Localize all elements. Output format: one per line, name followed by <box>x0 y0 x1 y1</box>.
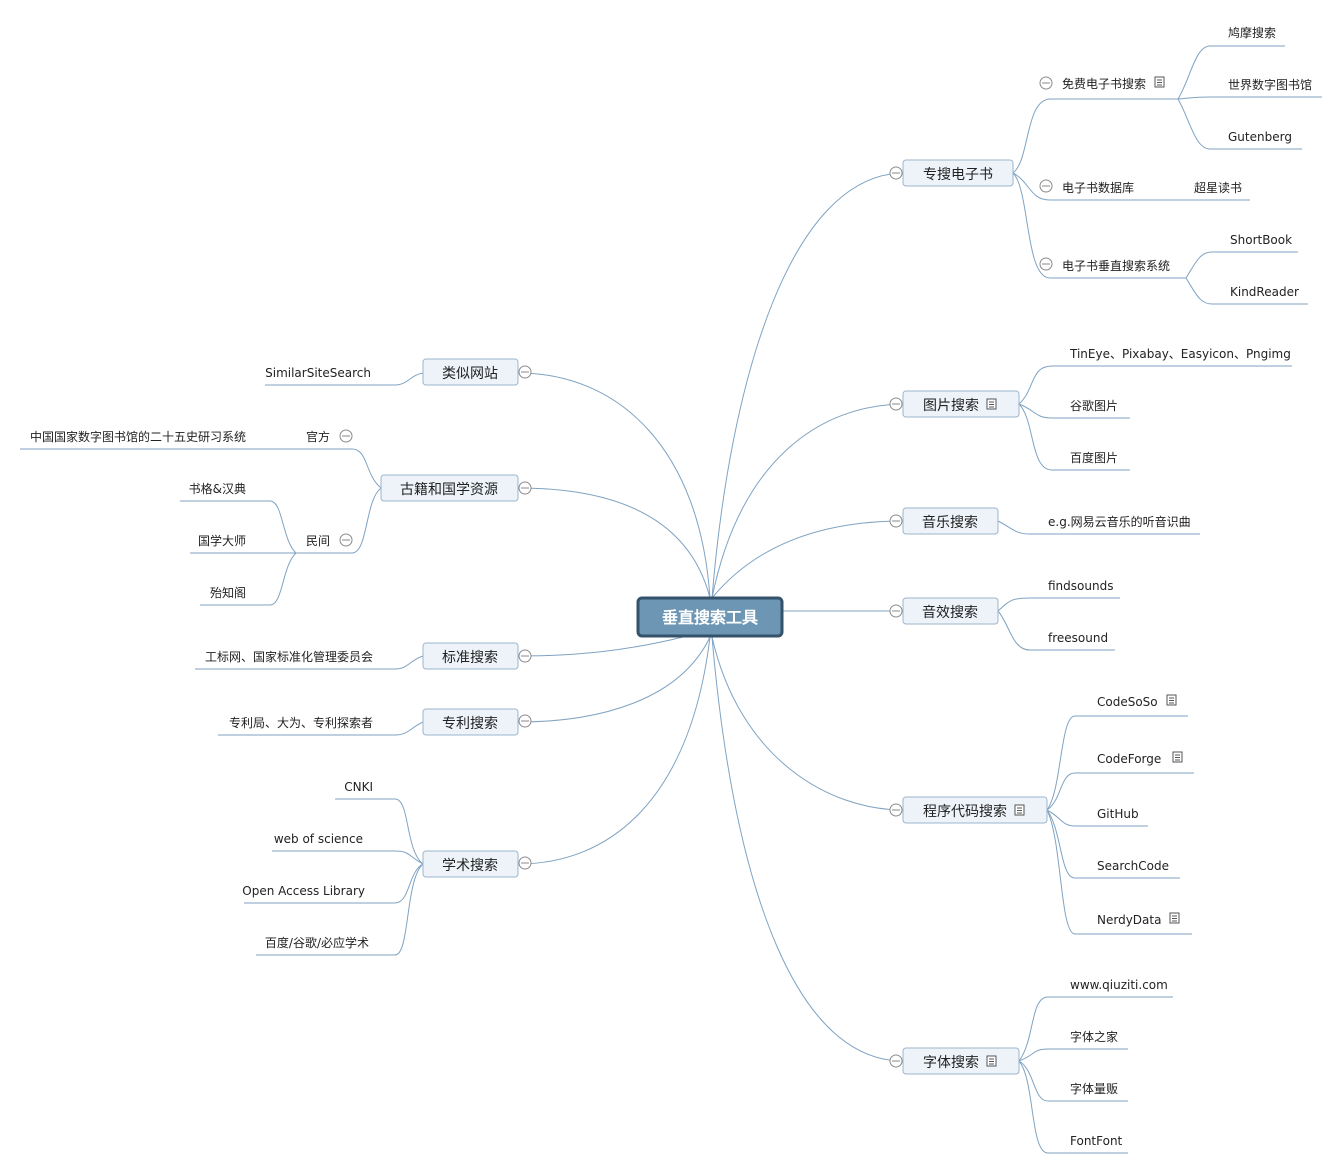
root-topic[interactable]: 垂直搜索工具 <box>636 596 784 638</box>
collapse-image-icon[interactable] <box>889 397 903 411</box>
leaf-ebook-free-3[interactable]: Gutenberg <box>1228 130 1292 144</box>
subtopic-ebook-vertical[interactable]: 电子书垂直搜索系统 <box>1062 258 1170 273</box>
topic-ebook-label: 专搜电子书 <box>923 167 993 183</box>
collapse-font-icon[interactable] <box>889 1054 903 1068</box>
leaf-ebook-vertical-1[interactable]: ShortBook <box>1230 233 1292 247</box>
topic-academic[interactable]: 学术搜索 <box>422 850 519 878</box>
leaf-code-5[interactable]: NerdyData <box>1097 913 1161 927</box>
leaf-image-1[interactable]: TinEye、Pixabay、Easyicon、Pngimg <box>1069 347 1291 361</box>
leaf-folk-2[interactable]: 国学大师 <box>198 533 246 548</box>
leaf-academic-3[interactable]: Open Access Library <box>242 884 365 898</box>
collapse-official-icon[interactable] <box>339 429 353 443</box>
leaf-official-1[interactable]: 中国国家数字图书馆的二十五史研习系统 <box>30 429 246 444</box>
collapse-ebook-vertical-icon[interactable] <box>1039 257 1053 271</box>
leaf-sfx-2[interactable]: freesound <box>1048 631 1108 645</box>
collapse-standard-icon[interactable] <box>518 649 532 663</box>
collapse-free-ebook-icon[interactable] <box>1039 76 1053 90</box>
topic-patent-label: 专利搜索 <box>442 715 498 732</box>
collapse-music-icon[interactable] <box>889 514 903 528</box>
collapse-ebook-icon[interactable] <box>889 166 903 180</box>
root-topic-label: 垂直搜索工具 <box>662 608 758 627</box>
note-codeforge-icon[interactable] <box>1172 751 1183 763</box>
leaf-academic-1[interactable]: CNKI <box>344 780 373 794</box>
note-font-icon[interactable] <box>986 1055 997 1067</box>
topic-similar-label: 类似网站 <box>442 366 498 382</box>
topic-similar[interactable]: 类似网站 <box>422 358 519 386</box>
topic-music[interactable]: 音乐搜索 <box>902 507 999 535</box>
topic-font[interactable]: 字体搜索 <box>902 1047 1020 1075</box>
leaf-font-3[interactable]: 字体量贩 <box>1070 1081 1118 1096</box>
collapse-sfx-icon[interactable] <box>889 604 903 618</box>
leaf-image-2[interactable]: 谷歌图片 <box>1070 398 1118 413</box>
topic-sfx[interactable]: 音效搜索 <box>902 597 999 625</box>
leaf-image-3[interactable]: 百度图片 <box>1070 450 1118 465</box>
note-image-icon[interactable] <box>986 398 997 410</box>
collapse-patent-icon[interactable] <box>518 714 532 728</box>
collapse-academic-icon[interactable] <box>518 856 532 870</box>
leaf-font-2[interactable]: 字体之家 <box>1070 1029 1118 1044</box>
leaf-folk-1[interactable]: 书格&汉典 <box>189 481 246 496</box>
collapse-ebook-db-icon[interactable] <box>1039 179 1053 193</box>
topic-academic-label: 学术搜索 <box>442 857 498 874</box>
leaf-code-4[interactable]: SearchCode <box>1097 859 1169 873</box>
subtopic-folk[interactable]: 民间 <box>306 534 330 548</box>
note-nerdydata-icon[interactable] <box>1169 912 1180 924</box>
topic-patent[interactable]: 专利搜索 <box>422 708 519 736</box>
collapse-ancient-icon[interactable] <box>518 481 532 495</box>
leaf-ebook-db-1[interactable]: 超星读书 <box>1194 180 1242 195</box>
topic-image-label: 图片搜索 <box>923 397 979 414</box>
leaf-ebook-free-2[interactable]: 世界数字图书馆 <box>1228 77 1312 92</box>
topic-font-label: 字体搜索 <box>923 1054 979 1071</box>
note-free-ebook-icon[interactable] <box>1154 76 1165 88</box>
topic-standard[interactable]: 标准搜索 <box>422 642 519 670</box>
topic-standard-label: 标准搜索 <box>442 649 498 666</box>
leaf-ebook-vertical-2[interactable]: KindReader <box>1230 285 1299 299</box>
note-code-icon[interactable] <box>1014 804 1025 816</box>
topic-ancient[interactable]: 古籍和国学资源 <box>380 474 519 502</box>
leaf-folk-3[interactable]: 殆知阁 <box>210 586 246 600</box>
topic-code[interactable]: 程序代码搜索 <box>902 796 1048 824</box>
subtopic-official[interactable]: 官方 <box>306 429 330 444</box>
collapse-code-icon[interactable] <box>889 803 903 817</box>
note-codesoso-icon[interactable] <box>1166 694 1177 706</box>
topic-ancient-label: 古籍和国学资源 <box>400 481 498 498</box>
leaf-font-1[interactable]: www.qiuziti.com <box>1070 978 1168 992</box>
leaf-font-4[interactable]: FontFont <box>1070 1134 1123 1148</box>
leaf-standard-1[interactable]: 工标网、国家标准化管理委员会 <box>205 649 373 664</box>
collapse-similar-icon[interactable] <box>518 365 532 379</box>
leaf-code-2[interactable]: CodeForge <box>1097 752 1161 766</box>
leaf-patent-1[interactable]: 专利局、大为、专利探索者 <box>229 715 373 730</box>
leaf-sfx-1[interactable]: findsounds <box>1048 579 1113 593</box>
leaf-similar-1[interactable]: SimilarSiteSearch <box>265 366 371 380</box>
topic-ebook[interactable]: 专搜电子书 <box>902 159 1014 187</box>
leaf-code-3[interactable]: GitHub <box>1097 807 1139 821</box>
leaf-academic-2[interactable]: web of science <box>274 832 363 846</box>
leaf-code-1[interactable]: CodeSoSo <box>1097 695 1158 709</box>
topic-image[interactable]: 图片搜索 <box>902 390 1020 418</box>
leaf-academic-4[interactable]: 百度/谷歌/必应学术 <box>265 935 369 950</box>
topic-sfx-label: 音效搜索 <box>922 604 978 621</box>
connector-lines <box>20 45 1322 1154</box>
topic-music-label: 音乐搜索 <box>922 514 978 531</box>
leaf-ebook-free-1[interactable]: 鸠摩搜索 <box>1228 25 1276 40</box>
topic-code-label: 程序代码搜索 <box>923 803 1007 820</box>
subtopic-free-ebook[interactable]: 免费电子书搜索 <box>1062 76 1146 91</box>
subtopic-ebook-db[interactable]: 电子书数据库 <box>1062 180 1134 195</box>
leaf-music-1[interactable]: e.g.网易云音乐的听音识曲 <box>1048 514 1191 529</box>
collapse-folk-icon[interactable] <box>339 533 353 547</box>
